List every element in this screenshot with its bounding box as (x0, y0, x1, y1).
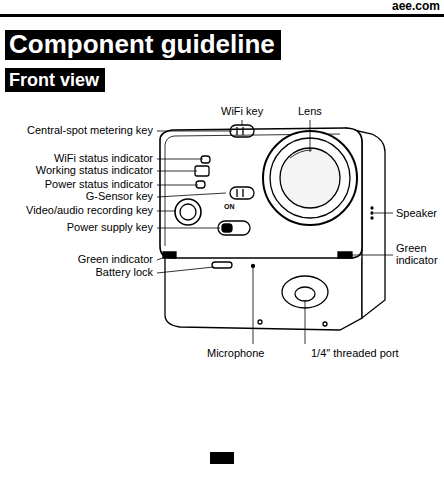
callout-label: Power status indicator (45, 178, 153, 190)
callout-label: aee.com (392, 0, 440, 13)
callout-label: WiFi key (221, 105, 263, 117)
callout-label: Working status indicator (36, 164, 153, 176)
callout-label: Video/audio recording key (26, 204, 153, 216)
callout-label: Green indicator (78, 253, 153, 265)
callout-label: ON (224, 203, 235, 211)
callout-label: Green indicator (396, 242, 442, 266)
callout-label: Speaker (396, 207, 437, 219)
callout-label: Lens (298, 105, 322, 117)
callout-label: 1/4″ threaded port (311, 347, 399, 359)
callout-label: Central-spot metering key (27, 124, 153, 136)
callout-label: Microphone (207, 347, 264, 359)
callout-label: WiFi status indicator (54, 152, 153, 164)
title-band: Component guideline (5, 30, 281, 60)
section-band: Front view (5, 68, 105, 92)
callout-label: Battery lock (96, 266, 153, 278)
callout-label: Power supply key (67, 221, 153, 233)
callout-label: G-Sensor key (86, 190, 153, 202)
